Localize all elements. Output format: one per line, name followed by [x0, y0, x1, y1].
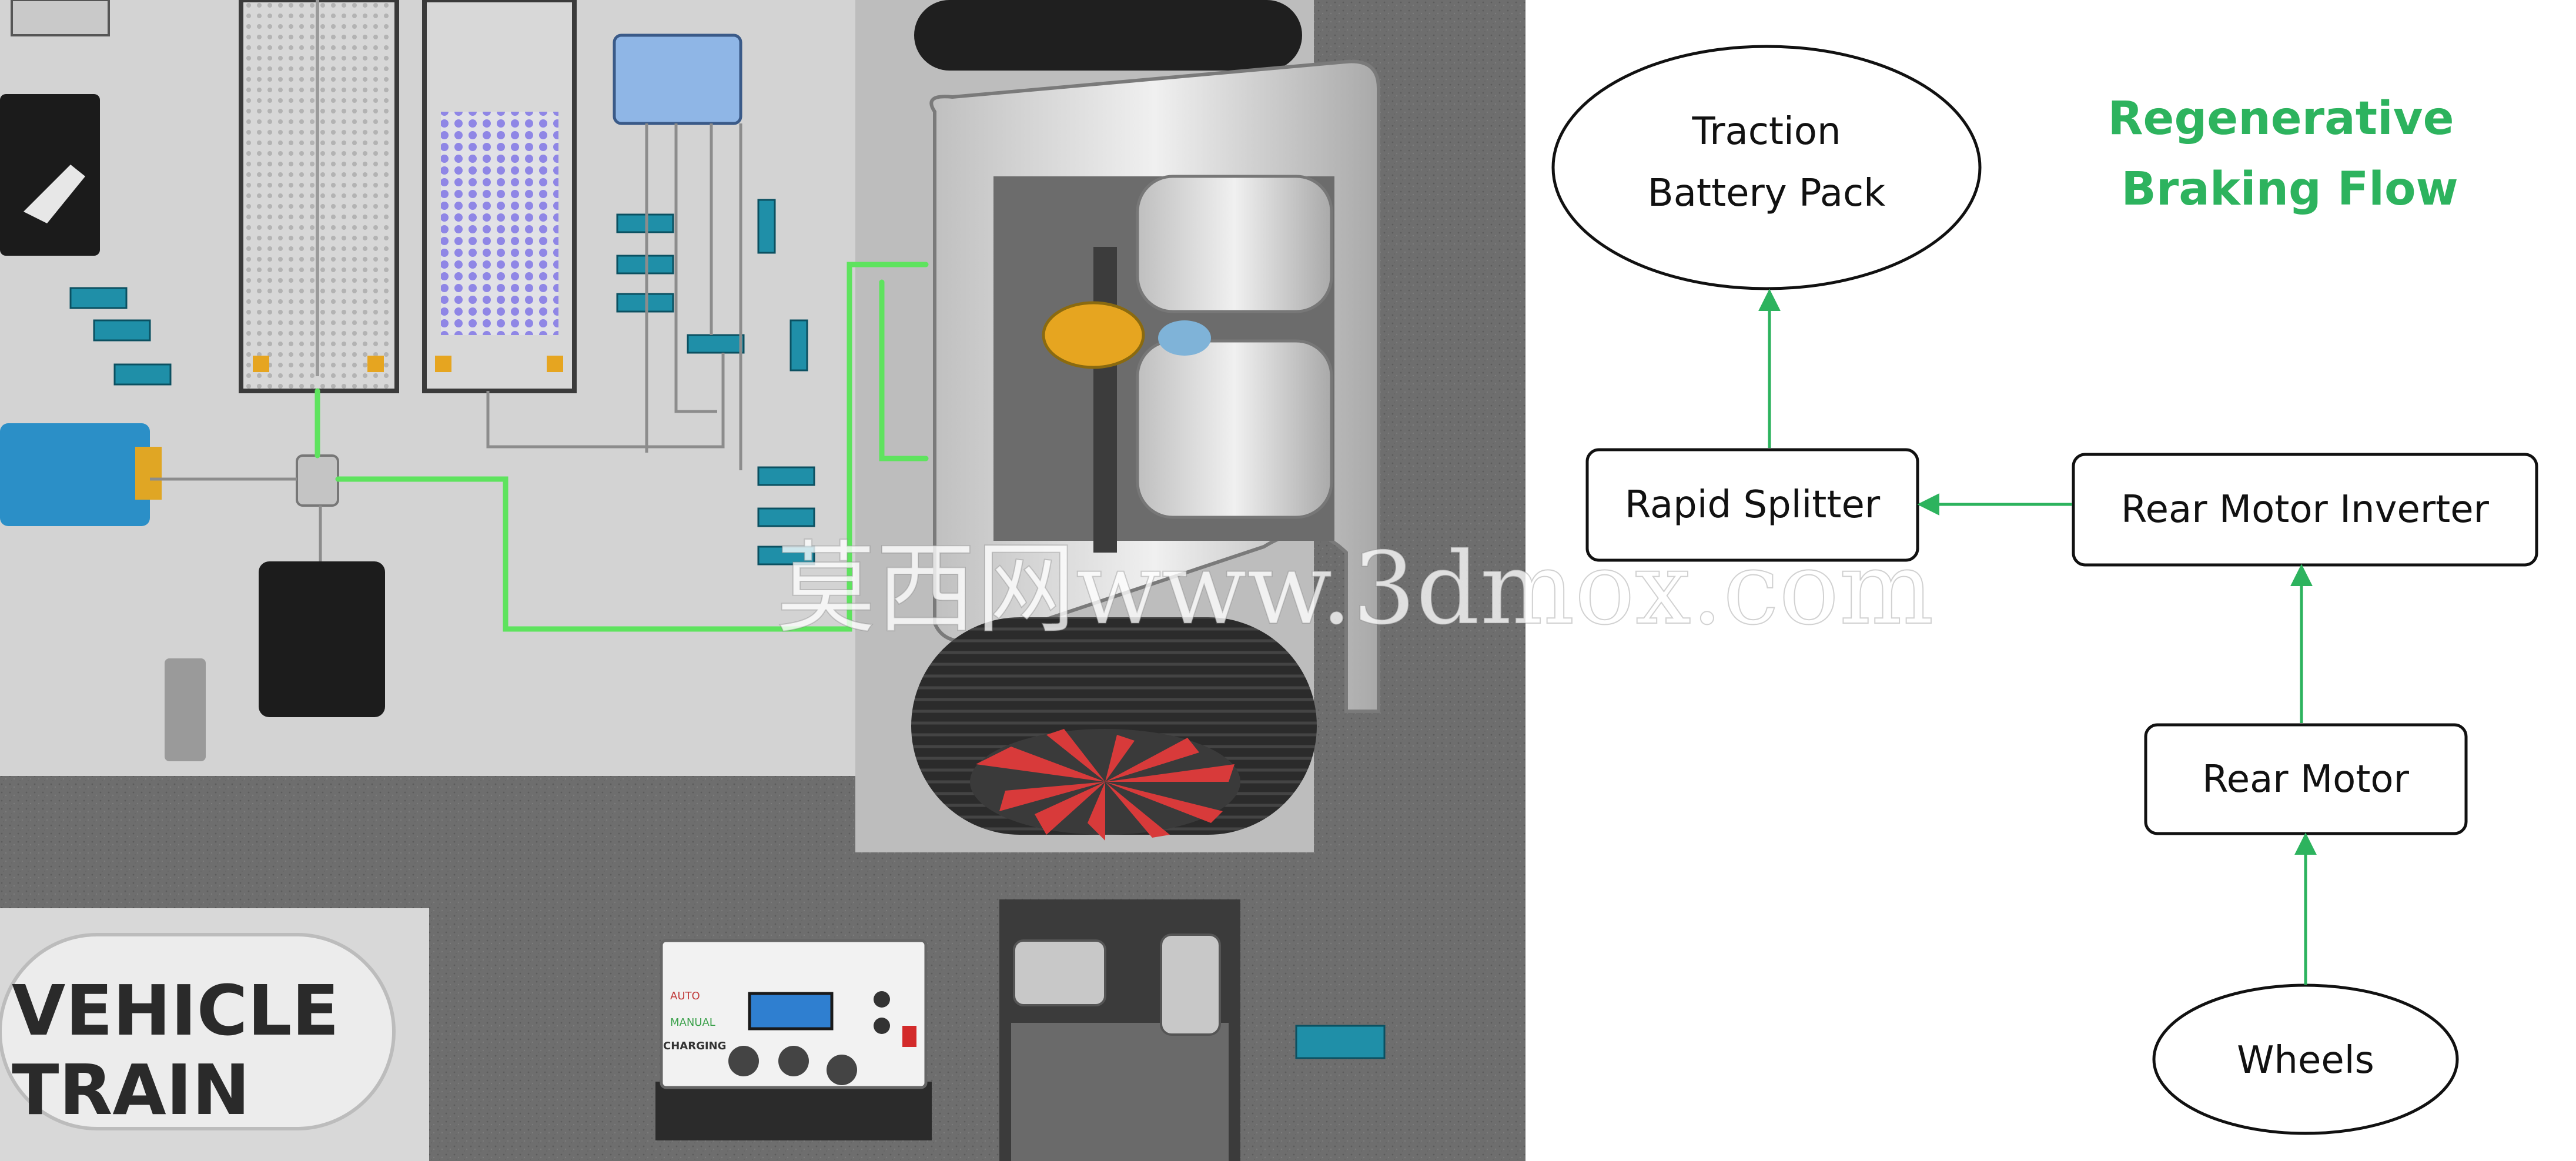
node-inverter: Rear Motor Inverter [2072, 453, 2538, 567]
powertrain-render: VEHICLE TRAIN AUTO MANUAL CHARGING [0, 0, 1525, 1161]
inverter-label: Rear Motor Inverter [2121, 488, 2490, 531]
battery-label-line2: Battery Pack [1648, 172, 1885, 215]
panel-knob-3 [827, 1055, 857, 1085]
front-wheel [914, 0, 1302, 71]
motor-housing-top [1136, 175, 1333, 313]
panel-button-2 [874, 1018, 890, 1034]
pedal-box-floor [1011, 1023, 1229, 1161]
splitter-label: Rapid Splitter [1625, 483, 1881, 527]
watermark: 莫西网www.3dmox.com [776, 531, 1934, 647]
gear-pinion [1158, 320, 1211, 356]
node-splitter: Rapid Splitter [1585, 448, 1919, 562]
gear-wheel [1042, 301, 1145, 369]
motor-housing-bottom [1136, 339, 1333, 519]
accelerator-pedal [1160, 934, 1221, 1036]
panel-label-manual: MANUAL [670, 1016, 715, 1029]
sign-line-2: TRAIN [12, 1049, 250, 1130]
sign-line-1: VEHICLE [12, 970, 339, 1051]
terminal-right-a [435, 356, 451, 372]
terminal-left-a [253, 356, 269, 372]
control-panel-base [655, 1082, 932, 1140]
flow-title-line2: Braking Flow [2121, 163, 2458, 216]
panel-knob-2 [778, 1046, 809, 1076]
node-wheels: Wheels [2152, 983, 2459, 1135]
terminal-left-b [367, 356, 384, 372]
flow-title-line1: Regenerative [2108, 92, 2454, 145]
battery-shape [1551, 45, 1982, 290]
motor-label: Rear Motor [2202, 758, 2409, 801]
panel-lcd [748, 992, 834, 1030]
battery-cells [441, 112, 558, 335]
node-battery: Traction Battery Pack [1551, 45, 1982, 290]
flow-diagram: Regenerative Braking Flow Traction Batte… [1551, 45, 2538, 1135]
drive-shaft [1093, 247, 1117, 553]
controller-unit [0, 94, 100, 256]
inverter-connector [135, 447, 162, 500]
splitter-junction [296, 454, 339, 507]
node-motor: Rear Motor [2144, 723, 2468, 835]
inverter-block [0, 423, 150, 526]
panel-label-auto: AUTO [670, 990, 700, 1002]
hv-wires [315, 262, 929, 632]
panel-switch [902, 1026, 916, 1047]
controller-lever [24, 165, 85, 223]
panel-knob-1 [728, 1046, 759, 1076]
charger-box [613, 34, 742, 125]
pedal-small [165, 658, 206, 761]
terminal-right-b [547, 356, 563, 372]
brake-pedal [1013, 939, 1106, 1006]
panel-button-1 [874, 991, 890, 1008]
wheels-label: Wheels [2237, 1039, 2374, 1082]
top-left-display [11, 0, 110, 36]
black-ecu [259, 561, 385, 717]
wheels-shape [2152, 983, 2459, 1135]
sign-inner [0, 933, 396, 1130]
signal-wires [150, 123, 742, 561]
battery-label-line1: Traction [1692, 110, 1841, 153]
red-fan [976, 729, 1235, 841]
panel-label-charging: CHARGING [663, 1040, 726, 1052]
